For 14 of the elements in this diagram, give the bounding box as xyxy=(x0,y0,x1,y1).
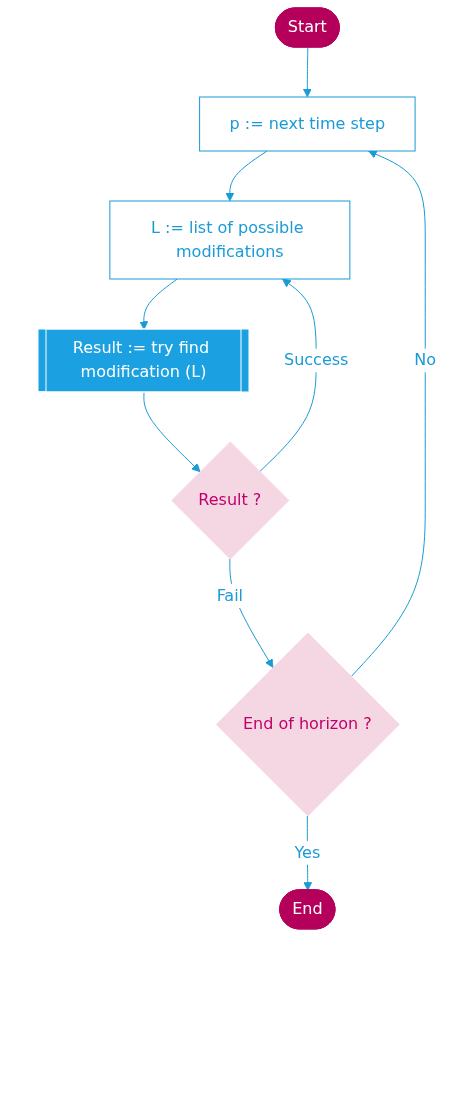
arrow xyxy=(259,278,317,473)
edge-label: No xyxy=(414,350,437,370)
node-diamond: Result ? xyxy=(171,441,290,560)
arrow xyxy=(225,150,268,202)
arrow xyxy=(139,278,178,330)
node-diamond: End of horizon ? xyxy=(215,632,400,817)
node-box: p := next time step xyxy=(199,96,416,152)
arrow xyxy=(302,47,312,98)
edge-label: Fail xyxy=(216,586,244,606)
node-box: L := list of possible modifications xyxy=(109,200,351,280)
edge-label: Success xyxy=(283,350,349,370)
arrow xyxy=(143,392,201,473)
arrow xyxy=(350,150,426,678)
edge-label: Yes xyxy=(294,842,321,862)
